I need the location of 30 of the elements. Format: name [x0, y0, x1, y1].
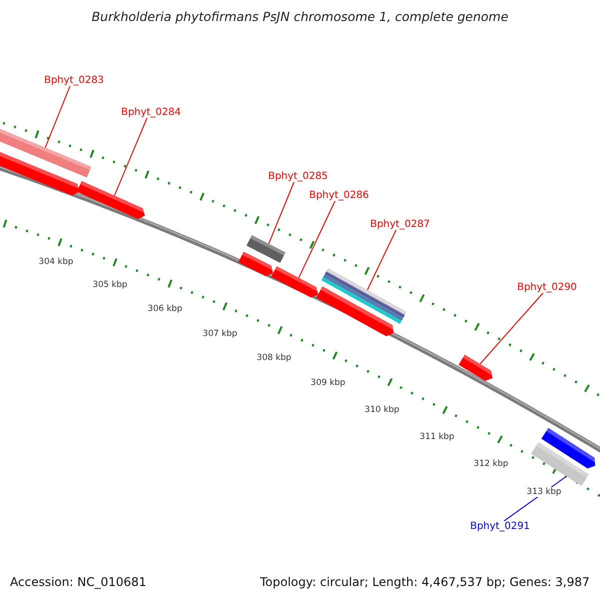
position-label: 306 kbp [146, 304, 184, 314]
gene-label: Bphyt_0291 [470, 521, 530, 532]
gene-feature [458, 354, 496, 384]
leader-line [480, 292, 544, 364]
gene-label: Bphyt_0284 [121, 107, 181, 118]
gene-label: Bphyt_0283 [44, 75, 104, 86]
position-label: 304 kbp [38, 257, 74, 267]
position-label: 310 kbp [364, 405, 400, 415]
leader-line [114, 118, 148, 196]
gene-label: Bphyt_0286 [309, 190, 369, 201]
position-label: 312 kbp [472, 459, 510, 469]
leader-line [366, 230, 396, 290]
gene-label: Bphyt_0285 [268, 171, 328, 182]
title: Burkholderia phytofirmans PsJN chromosome 1, complete genome [90, 9, 510, 24]
gene-feature [76, 180, 148, 222]
position-label: 308 kbp [256, 353, 292, 363]
leader-line [298, 200, 336, 278]
position-label: 313 kbp [526, 487, 562, 497]
position-label: 309 kbp [310, 378, 346, 388]
leader-line [44, 86, 70, 148]
gene-label: Bphyt_0290 [517, 282, 577, 293]
position-label: 307 kbp [202, 329, 238, 339]
leader-line [268, 182, 294, 244]
accession-text: Accession: NC_010681 [10, 575, 146, 589]
position-label: 305 kbp [92, 280, 128, 290]
genome-summary: Topology: circular; Length: 4,467,537 bp; Genes: 3,987 [260, 575, 590, 589]
gene-feature [271, 266, 321, 300]
gene-label: Bphyt_0287 [370, 219, 430, 230]
gene-bar [321, 268, 407, 324]
position-label: 311 kbp [418, 432, 456, 442]
